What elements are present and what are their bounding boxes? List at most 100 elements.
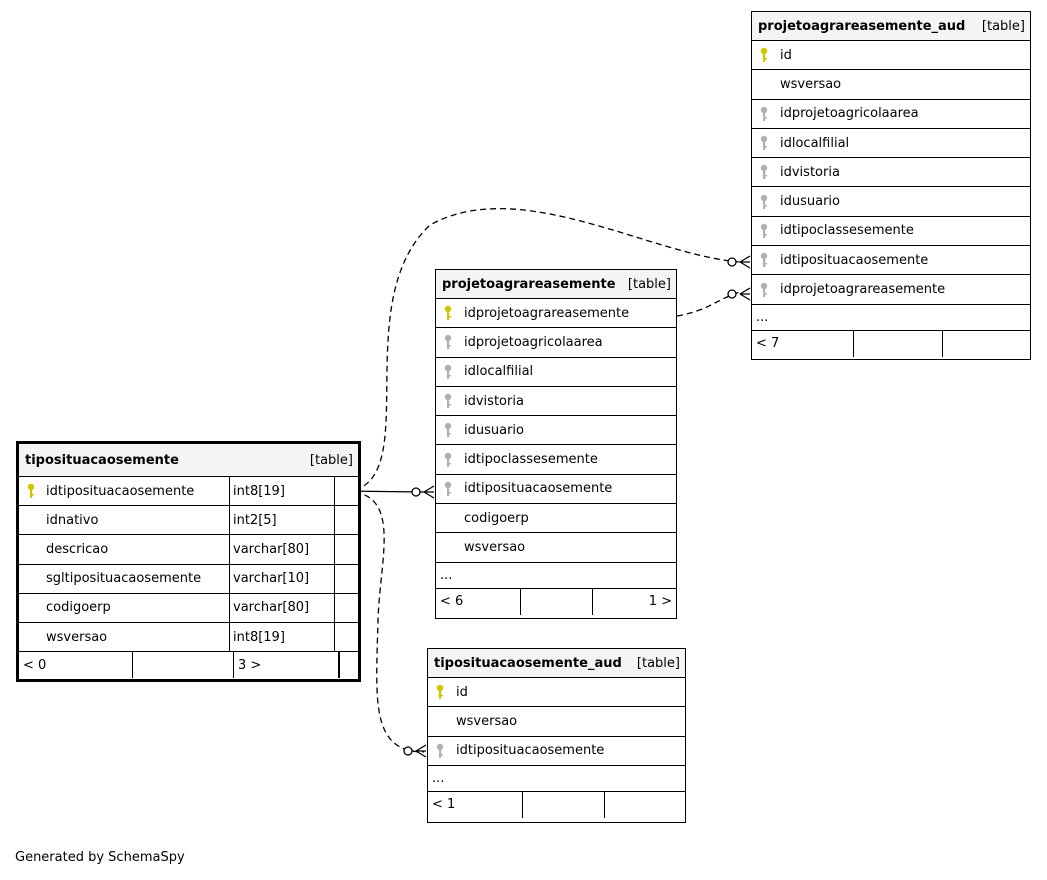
column-row[interactable]: idtiposituacaosemente (752, 246, 1030, 276)
table-projetoagrareasemente-aud[interactable]: projetoagrareasemente_aud [table] id wsve… (751, 11, 1031, 360)
column-row[interactable]: idprojetoagricolaarea (752, 100, 1030, 129)
footer-children[interactable] (605, 792, 685, 818)
table-header: projetoagrareasemente [table] (436, 270, 676, 299)
generated-by-note: Generated by SchemaSpy (15, 850, 185, 865)
table-type: [table] (627, 276, 671, 292)
column-name: idnativo (46, 512, 99, 528)
foreign-key-icon (436, 422, 460, 438)
column-name-cell: sgltiposituacaosemente (19, 564, 230, 593)
primary-key-icon (428, 684, 452, 700)
foreign-key-icon (752, 223, 776, 239)
primary-key-icon (436, 305, 460, 321)
column-name: id (780, 47, 792, 63)
footer-gap (339, 652, 358, 679)
column-row[interactable]: id (752, 41, 1030, 71)
column-gap (335, 623, 358, 651)
column-name: idtiposituacaosemente (464, 481, 613, 497)
column-name: idtipoclassesemente (464, 452, 598, 468)
column-name: codigoerp (46, 600, 111, 616)
primary-key-icon (19, 483, 43, 499)
column-row[interactable]: wsversao (752, 70, 1030, 100)
column-row[interactable]: idtipoclassesemente (752, 217, 1030, 247)
column-gap (335, 535, 358, 563)
column-row[interactable]: wsversao (436, 533, 676, 563)
column-name: idtipoclassesemente (780, 223, 914, 239)
column-row[interactable]: idtiposituacaosemente (428, 737, 685, 766)
footer-parents[interactable]: < 1 (428, 791, 523, 818)
column-row[interactable]: idusuario (436, 416, 676, 446)
column-name: idprojetoagrareasemente (464, 305, 630, 321)
column-row[interactable]: idnativo int2[5] (19, 506, 358, 536)
table-tiposituacaosemente[interactable]: tiposituacaosemente [table] idtiposituac… (16, 441, 361, 682)
column-name: wsversao (456, 713, 518, 729)
column-name: idvistoria (464, 393, 524, 409)
connector-end-circle (411, 487, 421, 497)
column-row[interactable]: idvistoria (436, 387, 676, 417)
table-projetoagrareasemente[interactable]: projetoagrareasemente [table] idprojetoa… (435, 269, 677, 619)
foreign-key-icon (752, 282, 776, 298)
column-row[interactable]: idprojetoagricolaarea (436, 328, 676, 358)
footer-cols (521, 588, 593, 615)
column-row[interactable]: codigoerp (436, 504, 676, 534)
column-name-cell: codigoerp (19, 593, 230, 622)
column-name: idlocalfilial (464, 364, 534, 380)
column-name: wsversao (780, 76, 842, 92)
table-header: projetoagrareasemente_aud [table] (752, 12, 1030, 41)
column-row[interactable]: idtipoclassesemente (436, 445, 676, 475)
column-name: idtiposituacaosemente (46, 483, 195, 499)
table-tiposituacaosemente-aud[interactable]: tiposituacaosemente_aud [table] id wsvers… (427, 648, 686, 823)
footer-cols (854, 330, 943, 357)
table-name: projetoagrareasemente (442, 276, 616, 292)
column-datatype: int2[5] (230, 506, 335, 535)
column-name-cell: idtiposituacaosemente (19, 477, 230, 506)
column-name: codigoerp (464, 510, 529, 526)
footer-cols (523, 791, 605, 818)
footer-parents[interactable]: < 7 (752, 330, 854, 357)
footer-parents[interactable]: < 0 (19, 652, 133, 679)
column-name-cell: descricao (19, 535, 230, 564)
table-name: projetoagrareasemente_aud (758, 18, 966, 34)
footer-children[interactable]: 3 > (234, 652, 339, 679)
footer-children[interactable] (943, 331, 1030, 357)
foreign-key-icon (752, 194, 776, 210)
column-name-cell: wsversao (19, 622, 230, 652)
column-row[interactable]: idlocalfilial (752, 129, 1030, 159)
foreign-key-icon (436, 334, 460, 350)
connector-tiposituacao-projetoaud (354, 208, 741, 491)
table-header: tiposituacaosemente_aud [table] (428, 649, 685, 678)
column-row[interactable]: id (428, 678, 685, 708)
column-name: idvistoria (780, 164, 840, 180)
table-footer: < 7 (752, 330, 1030, 357)
column-name-cell: idnativo (19, 506, 230, 535)
footer-cols (133, 652, 234, 679)
column-datatype: varchar[80] (230, 593, 335, 622)
column-row[interactable]: idusuario (752, 187, 1030, 217)
column-row[interactable]: wsversao (428, 707, 685, 737)
table-type: [table] (309, 452, 353, 468)
column-row[interactable]: idprojetoagrareasemente (752, 275, 1030, 305)
footer-parents[interactable]: < 6 (436, 588, 521, 615)
foreign-key-icon (436, 452, 460, 468)
column-row[interactable]: idtiposituacaosemente (436, 475, 676, 505)
column-name: idprojetoagricolaarea (464, 334, 603, 350)
column-row[interactable]: idprojetoagrareasemente (436, 299, 676, 329)
column-name: id (456, 684, 468, 700)
column-datatype: int8[19] (230, 622, 335, 652)
column-name: sgltiposituacaosemente (46, 571, 202, 587)
connector-tiposituacao-aud (354, 491, 425, 753)
column-name: descricao (46, 541, 109, 557)
column-name: idusuario (464, 422, 524, 438)
column-row[interactable]: codigoerp varchar[80] (19, 593, 358, 623)
column-row[interactable]: idlocalfilial (436, 358, 676, 387)
table-name: tiposituacaosemente_aud (434, 655, 622, 671)
foreign-key-icon (752, 106, 776, 122)
footer-children[interactable]: 1 > (648, 594, 672, 610)
foreign-key-icon (752, 135, 776, 151)
table-footer: < 1 (428, 791, 685, 818)
column-name: idusuario (780, 194, 840, 210)
column-row[interactable]: idvistoria (752, 158, 1030, 188)
